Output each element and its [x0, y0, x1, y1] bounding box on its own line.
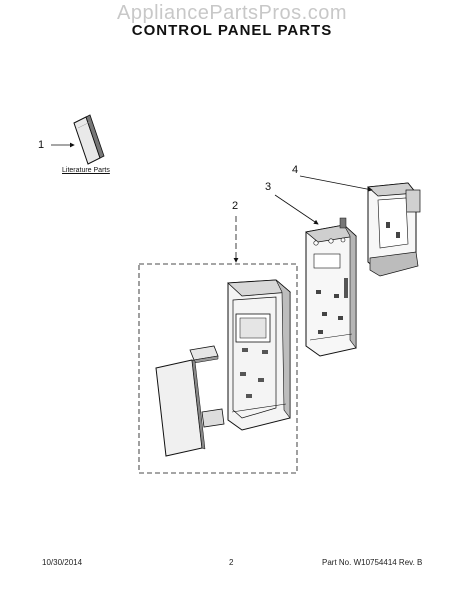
footer-page-number: 2 — [229, 558, 234, 567]
callout-4: 4 — [292, 164, 299, 176]
callout-1: 1 — [38, 139, 45, 151]
electronic-control-board — [305, 217, 357, 357]
callout-3: 3 — [265, 181, 272, 193]
leader-line-4 — [299, 175, 373, 192]
footer-date: 10/30/2014 — [42, 558, 83, 567]
keypad-connector-tail — [201, 408, 225, 428]
control-mounting-bracket — [367, 182, 421, 277]
membrane-keypad — [155, 359, 206, 457]
literature-parts-label: Literature Parts — [62, 167, 110, 174]
watermark: AppliancePartsPros.com — [117, 2, 347, 24]
callout-2: 2 — [232, 200, 239, 212]
display-window — [189, 345, 219, 364]
page-title: CONTROL PANEL PARTS — [131, 22, 333, 39]
footer-part-number: Part No. W10754414 Rev. B — [322, 558, 423, 567]
control-panel-frame — [227, 279, 291, 431]
leader-line-3 — [274, 194, 319, 225]
literature-booklet — [73, 114, 105, 165]
